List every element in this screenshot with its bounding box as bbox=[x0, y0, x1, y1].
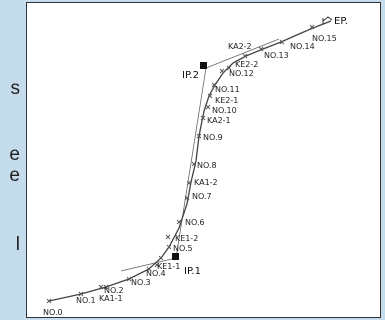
station-label-no3: NO.3 bbox=[131, 278, 151, 287]
station-mark bbox=[78, 291, 84, 297]
ip1-label: IP.1 bbox=[184, 266, 201, 277]
station-label-ka1-2: KA1-2 bbox=[194, 178, 218, 187]
station-mark bbox=[166, 244, 172, 250]
station-mark bbox=[242, 53, 248, 59]
station-label-no2: NO.2 bbox=[104, 286, 124, 295]
side-text-2: e bbox=[9, 144, 20, 165]
station-label-no1: NO.1 bbox=[76, 296, 96, 305]
side-text-3: e bbox=[9, 165, 20, 186]
ip2-label: IP.2 bbox=[182, 70, 199, 81]
station-label-no11: NO.11 bbox=[215, 85, 240, 94]
station-mark bbox=[226, 65, 232, 71]
station-mark bbox=[219, 68, 225, 74]
station-mark bbox=[279, 39, 285, 45]
station-mark bbox=[186, 180, 192, 186]
station-mark bbox=[126, 276, 132, 282]
ip2-marker bbox=[200, 62, 207, 69]
station-label-no5: NO.5 bbox=[173, 244, 193, 253]
station-label-ke1-2: KE1-2 bbox=[175, 234, 198, 243]
station-mark bbox=[207, 93, 213, 99]
ep-label: EP. bbox=[334, 16, 348, 27]
tangent-line-ip2 bbox=[175, 67, 207, 259]
station-mark bbox=[200, 115, 206, 121]
station-mark bbox=[165, 234, 171, 240]
station-mark bbox=[184, 195, 190, 201]
station-mark bbox=[211, 82, 217, 88]
tangent-line-ip1 bbox=[120, 257, 177, 272]
station-mark bbox=[176, 219, 182, 225]
alignment-centerline bbox=[48, 20, 332, 302]
station-label-no8: NO.8 bbox=[197, 161, 217, 170]
side-text-column: s e e l bbox=[0, 0, 26, 320]
side-text-4: l bbox=[15, 234, 20, 255]
station-label-no6: NO.6 bbox=[185, 218, 205, 227]
station-mark bbox=[46, 298, 52, 304]
station-label-no7: NO.7 bbox=[192, 192, 212, 201]
station-label-ke1-1: KE1-1 bbox=[157, 262, 180, 271]
tangent-line-ip2-ep bbox=[205, 38, 280, 69]
station-marks bbox=[46, 24, 315, 304]
station-mark bbox=[98, 284, 104, 290]
station-label-ka2-1: KA2-1 bbox=[207, 116, 231, 125]
station-label-no12: NO.12 bbox=[229, 69, 254, 78]
ep-marker bbox=[322, 16, 333, 24]
station-label-no15: NO.15 bbox=[312, 34, 337, 43]
ip1-marker bbox=[172, 253, 179, 260]
station-label-ka2-2: KA2-2 bbox=[228, 42, 252, 51]
station-mark bbox=[258, 46, 264, 52]
station-label-no10: NO.10 bbox=[212, 106, 237, 115]
station-label-no13: NO.13 bbox=[264, 51, 289, 60]
station-mark bbox=[103, 284, 109, 290]
station-mark bbox=[158, 255, 164, 261]
alignment-diagram-panel: EP. IP.2 IP.1 NO.15 NO.14 NO.13 KA2-2 KE… bbox=[26, 2, 381, 318]
station-mark bbox=[154, 262, 160, 268]
side-text-1: s bbox=[10, 78, 21, 99]
station-label-ke2-1: KE2-1 bbox=[215, 96, 238, 105]
station-mark bbox=[146, 266, 152, 272]
station-mark bbox=[196, 133, 202, 139]
station-label-no9: NO.9 bbox=[203, 133, 223, 142]
station-mark bbox=[309, 24, 315, 30]
station-label-no0: NO.0 bbox=[43, 308, 63, 317]
station-label-no4: NO.4 bbox=[146, 269, 166, 278]
station-label-ke2-2: KE2-2 bbox=[235, 60, 258, 69]
station-label-ka1-1: KA1-1 bbox=[99, 294, 123, 303]
alignment-diagram: EP. IP.2 IP.1 NO.15 NO.14 NO.13 KA2-2 KE… bbox=[43, 16, 348, 317]
station-mark bbox=[191, 161, 197, 167]
station-mark bbox=[205, 104, 211, 110]
station-label-no14: NO.14 bbox=[290, 42, 315, 51]
